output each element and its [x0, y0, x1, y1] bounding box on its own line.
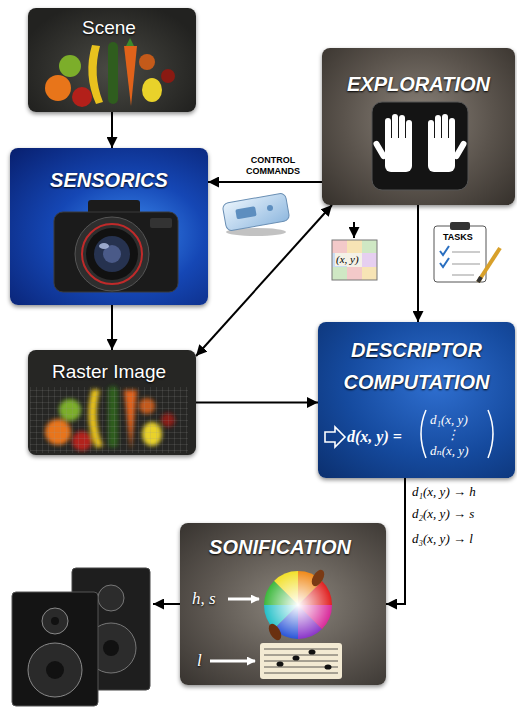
box-title: Raster Image: [28, 360, 190, 383]
flow-arrow: [417, 205, 419, 322]
flow-arrow: [208, 181, 322, 183]
vector-dots: ⋮: [446, 427, 459, 442]
coordinate-label: (x, y): [335, 253, 360, 266]
vector-entry: d₁(x, y): [430, 412, 468, 427]
raster-image-box: Raster Image: [28, 350, 196, 455]
flow-arrow: [111, 112, 113, 148]
sonification-box: SONIFICATION h, s l: [180, 523, 386, 685]
formula-symbols: [325, 410, 493, 458]
sonification-arrows: [210, 599, 259, 661]
color-wheel: [264, 568, 332, 643]
grid-icon: [332, 222, 377, 280]
descriptor-box: DESCRIPTOR COMPUTATION d(x, y) = d₁(x, y)⋮…: [318, 322, 515, 478]
box-title: EXPLORATION: [326, 72, 511, 96]
remote-icon: [222, 193, 290, 236]
icon-label: TASKS: [443, 232, 473, 243]
sensorics-box: SENSORICS: [10, 148, 208, 305]
music-staff: [260, 643, 342, 679]
hands-icon: [372, 102, 468, 190]
box-title: Scene: [28, 16, 190, 39]
speakers-illustration: [12, 568, 180, 706]
box-title: DESCRIPTOR COMPUTATION: [324, 334, 509, 398]
mapping-label: d₁(x, y) → h: [412, 484, 476, 500]
box-title: SONIFICATION: [180, 535, 380, 559]
input-symbol: h, s: [192, 589, 216, 608]
flow-arrow: [386, 478, 405, 604]
fruit-illustration: [45, 38, 175, 107]
box-title: SENSORICS: [14, 168, 204, 192]
vector-entry: dₙ(x, y): [430, 443, 468, 458]
formula-text: d(x, y) =: [347, 428, 402, 446]
mapping-label: d₂(x, y) → s: [412, 506, 474, 522]
flow-arrow: [111, 305, 113, 350]
edge-label: CONTROL COMMANDS: [233, 155, 313, 177]
input-symbol: l: [197, 651, 202, 670]
flow-arrow: [196, 205, 332, 356]
flow-arrow: [196, 402, 318, 404]
camera-illustration: [54, 200, 178, 292]
scene-box: Scene: [28, 8, 196, 112]
tasks-icon: [434, 222, 500, 282]
exploration-box: EXPLORATION: [322, 48, 515, 205]
raster-illustration: [30, 386, 188, 453]
mapping-label: d₃(x, y) → l: [412, 531, 473, 547]
